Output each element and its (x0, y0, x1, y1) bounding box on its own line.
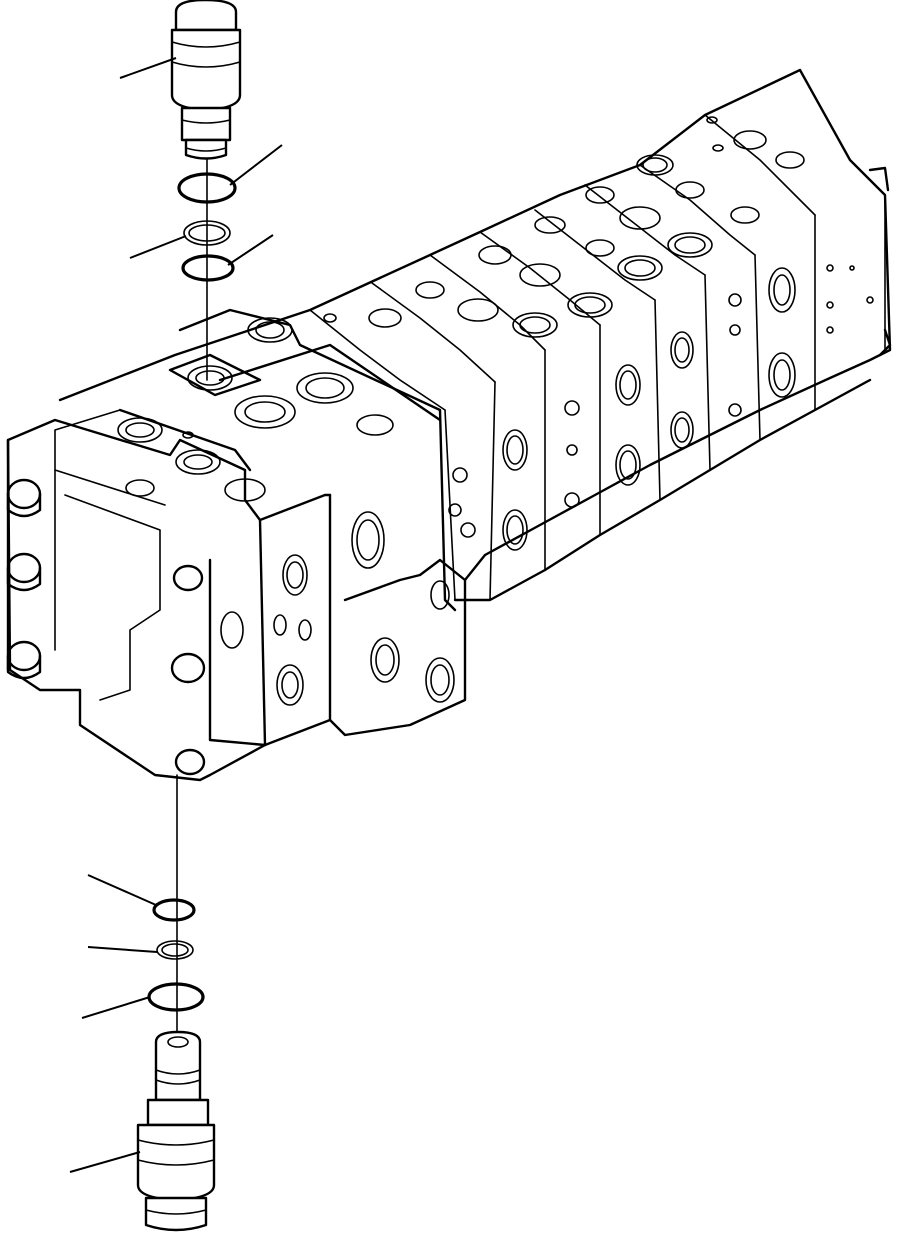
upper-o-ring-small (181, 254, 235, 282)
lower-valve-cartridge (136, 1030, 216, 1232)
lower-valve-leader (69, 1151, 141, 1173)
upper-backup-ring-leader (129, 235, 187, 259)
lower-o-ring-bottom (147, 982, 205, 1012)
upper-o-ring-large-leader (229, 144, 283, 186)
control-valve-assembly (6, 68, 892, 782)
lower-o-ring-top-leader (87, 874, 157, 906)
lower-o-ring-bottom-leader (81, 996, 151, 1019)
lower-backup-ring (156, 940, 194, 960)
upper-valve-cartridge (170, 0, 242, 160)
upper-valve-leader (119, 57, 177, 79)
lower-backup-ring-leader (87, 946, 158, 953)
lower-o-ring-top (152, 898, 196, 922)
upper-o-ring-small-leader (227, 234, 274, 266)
upper-backup-ring (183, 220, 231, 246)
upper-o-ring-large (177, 172, 237, 204)
